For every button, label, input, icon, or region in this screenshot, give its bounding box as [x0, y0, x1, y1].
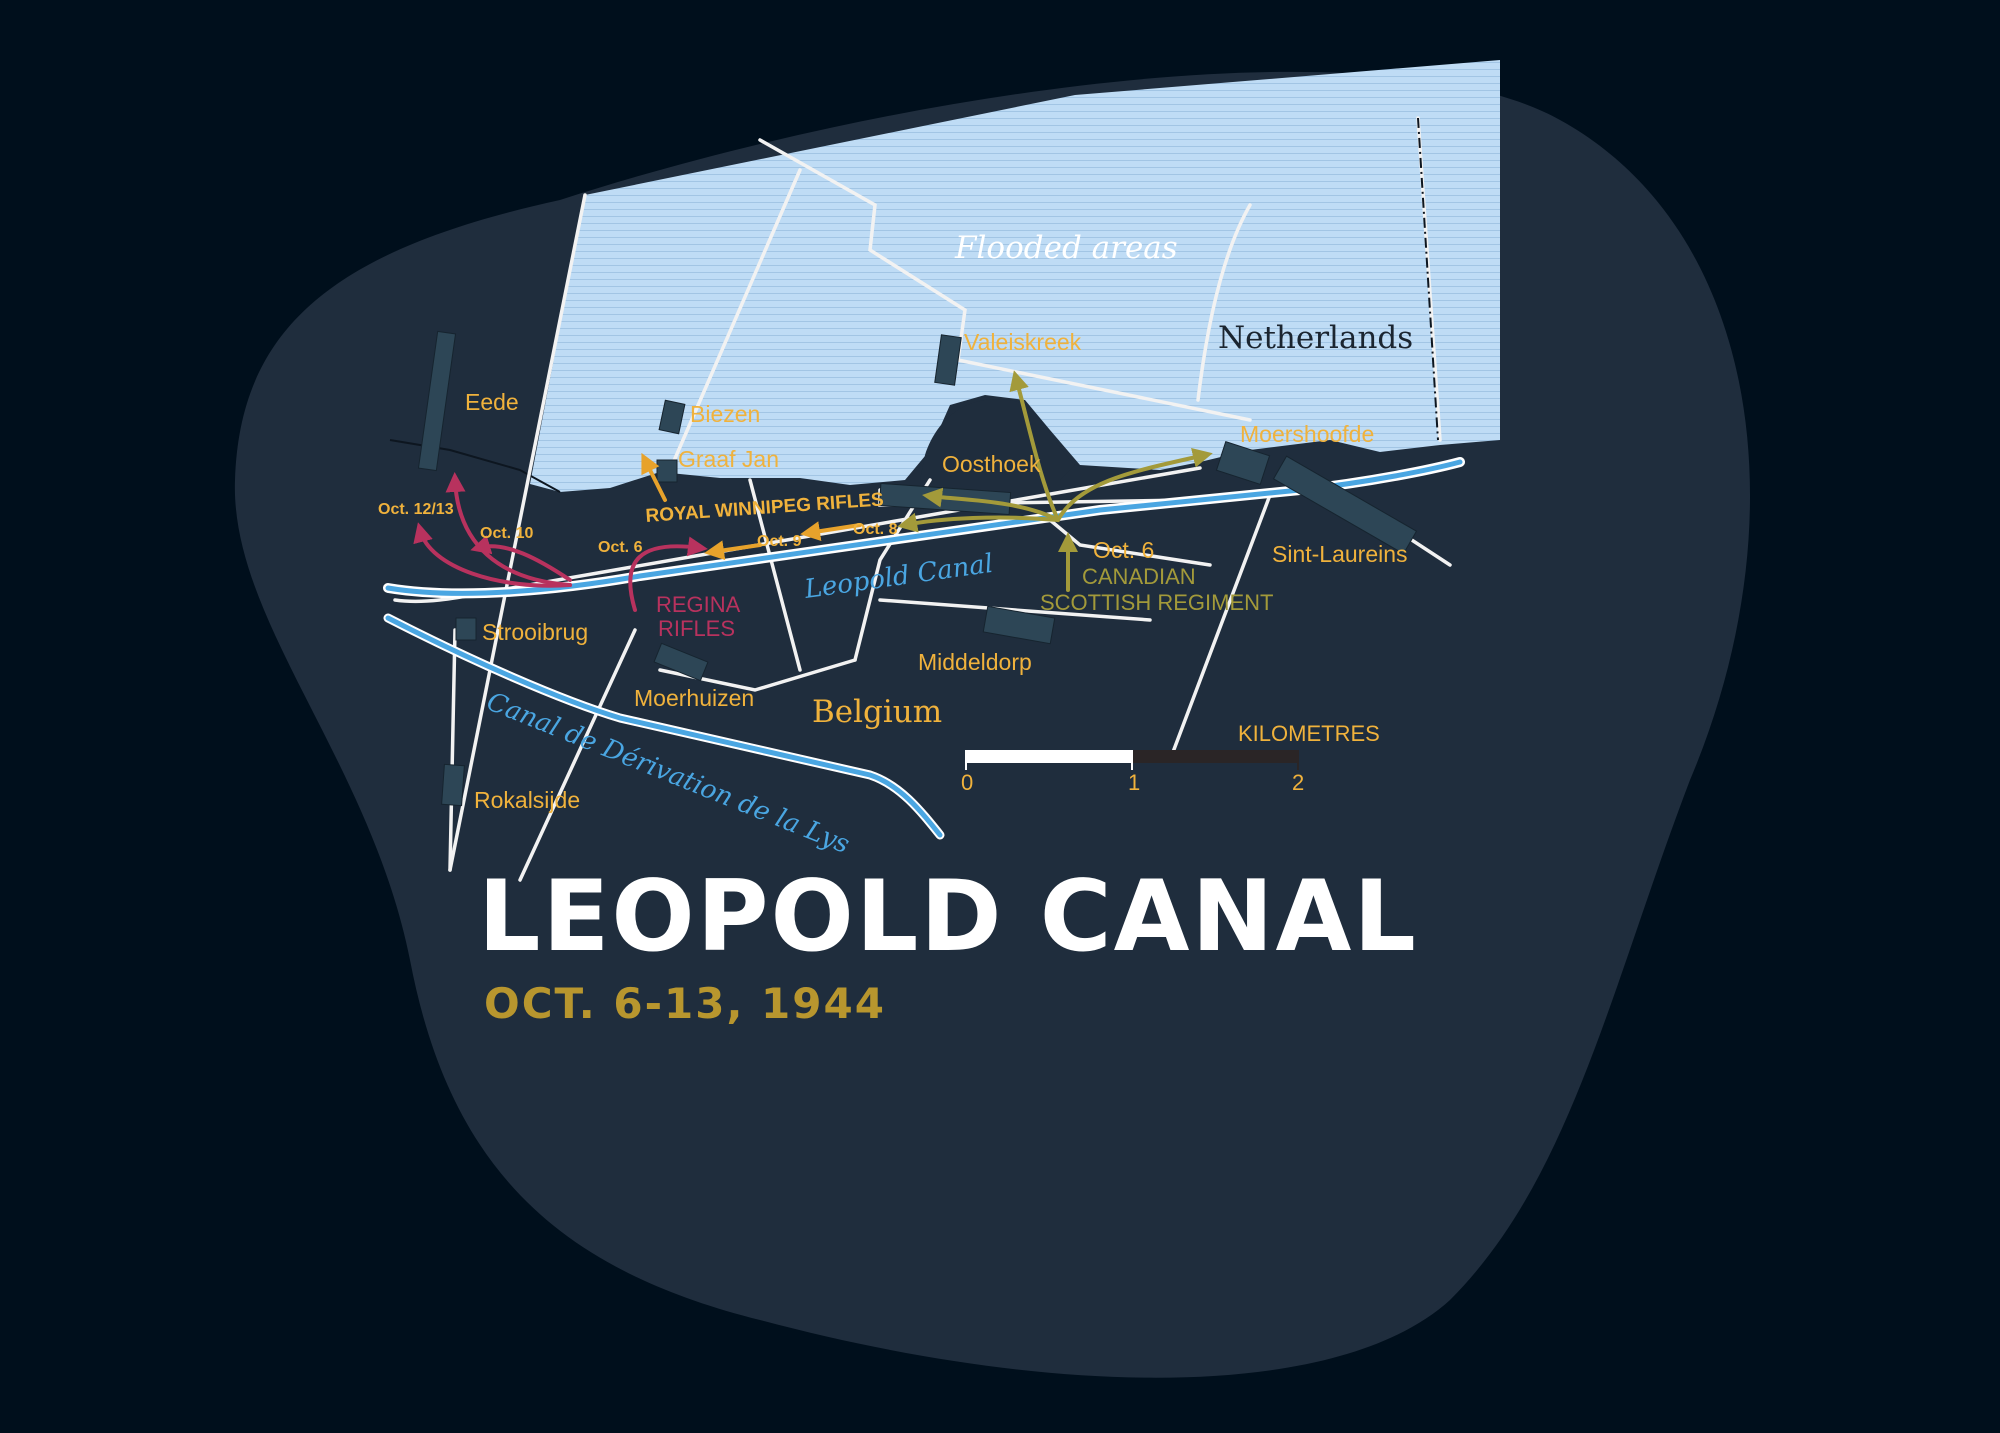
road: [448, 628, 457, 872]
road: [748, 478, 802, 672]
scale-tick-2: 2: [1292, 770, 1304, 795]
dike-line: [389, 439, 561, 493]
town-block-middeldorp: [982, 605, 1056, 645]
winnipeg-oct9-arrow: [704, 540, 762, 561]
date-label-oct6-scottish: Oct. 6: [1093, 537, 1154, 563]
scottish-north-arrow: [1009, 370, 1060, 522]
road: [518, 628, 637, 882]
town-block-sint-laureins: [1272, 455, 1418, 555]
winnipeg-oct8-arrow: [800, 521, 862, 542]
scottish-west-arrow: [922, 487, 1060, 522]
scottish-east-arrow: [1056, 447, 1213, 522]
town-label-moershoofde: Moershoofde: [1240, 421, 1374, 447]
town-block-strooibrug: [455, 617, 477, 641]
deviation-canal-water: [385, 615, 943, 838]
date-label-oct10: Oct. 10: [480, 525, 533, 542]
town-label-oosthoek: Oosthoek: [942, 451, 1041, 477]
regina-oct12-north-arrow: [445, 472, 572, 587]
town-label-strooibrug: Strooibrug: [482, 619, 588, 645]
town-label-middeldorp: Middeldorp: [918, 649, 1032, 675]
date-label-oct6-winnipeg: Oct. 6: [598, 539, 643, 556]
scottish-unit-label-2: SCOTTISH REGIMENT: [1040, 590, 1273, 615]
regina-oct12-arrow: [413, 522, 572, 588]
date-label-oct9: Oct. 9: [757, 533, 802, 550]
scale-bar: KILOMETRES 0 1 2: [961, 721, 1380, 795]
belgium-label: Belgium: [812, 694, 942, 730]
road: [1048, 518, 1212, 567]
town-label-valeiskreek: Valeiskreek: [964, 329, 1082, 355]
town-block-rokalsijde: [441, 763, 465, 807]
map-subtitle: OCT. 6-13, 1944: [484, 979, 886, 1028]
town-label-graaf-jan: Graaf Jan: [678, 446, 779, 472]
flooded-areas-label: Flooded areas: [954, 230, 1178, 266]
date-label-oct12-13: Oct. 12/13: [378, 501, 454, 518]
date-label-oct8: Oct. 8: [853, 521, 898, 538]
road: [758, 138, 967, 362]
road: [956, 358, 1252, 422]
scottish-southwest-arrow: [897, 512, 1060, 533]
town-block-graaf-jan: [656, 459, 678, 483]
regina-unit-label-1: REGINA: [656, 592, 741, 617]
town-label-sint-laureins: Sint-Laureins: [1272, 541, 1408, 567]
scale-segment-white: [966, 750, 1132, 763]
town-label-moerhuizen: Moerhuizen: [634, 685, 754, 711]
regina-advance-arrow: [628, 536, 708, 612]
scale-tick-1: 1: [1128, 770, 1140, 795]
town-block-valeiskreek: [934, 334, 962, 386]
regina-unit-label-2: RIFLES: [658, 616, 735, 641]
flooded-area: [530, 60, 1500, 492]
scale-tick-0: 0: [961, 770, 973, 795]
road: [878, 598, 1152, 622]
road: [1168, 493, 1272, 762]
town-block-biezen: [658, 399, 686, 435]
town-block-moerhuizen: [653, 642, 709, 682]
international-border: [1417, 117, 1439, 441]
town-label-rokalsijde: Rokalsijde: [474, 787, 580, 813]
town-block-moershoofde: [1215, 440, 1271, 486]
map-title: LEOPOLD CANAL: [478, 860, 1418, 974]
scale-unit-label: KILOMETRES: [1238, 721, 1380, 746]
leopold-canal-water: [385, 459, 1463, 596]
regina-oct10-arrow: [470, 535, 572, 582]
netherlands-label: Netherlands: [1218, 320, 1413, 356]
scale-segment-dark: [1132, 750, 1298, 763]
town-block-eede: [417, 330, 457, 472]
road: [448, 193, 587, 872]
town-label-biezen: Biezen: [690, 401, 760, 427]
road: [668, 168, 802, 472]
road: [1196, 203, 1252, 402]
scottish-unit-label-1: CANADIAN: [1082, 564, 1196, 589]
town-label-eede: Eede: [465, 389, 519, 415]
winnipeg-graaf-jan-arrow: [641, 452, 667, 502]
